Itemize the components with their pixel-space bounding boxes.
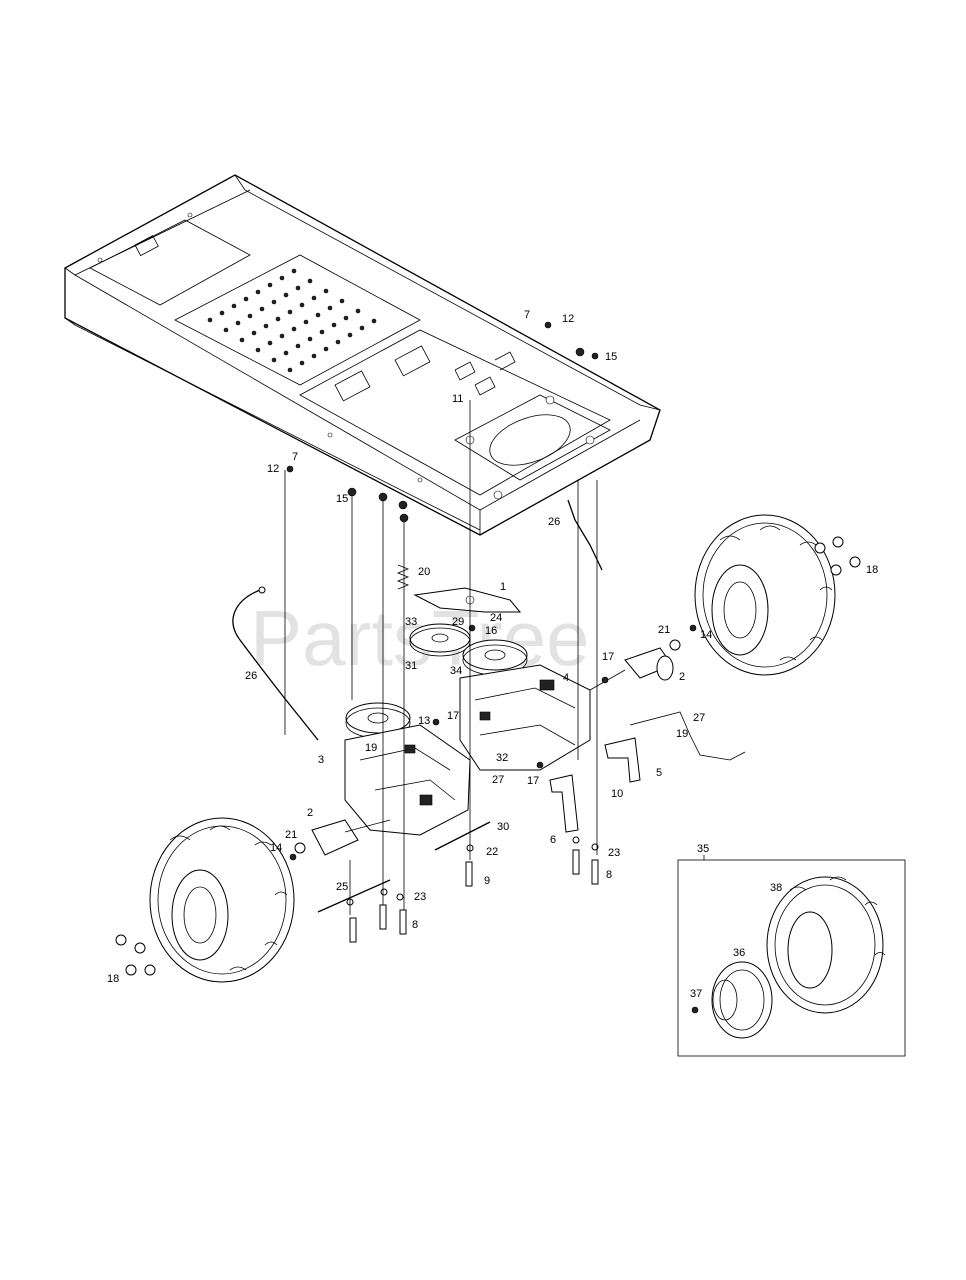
callout-20: 20	[418, 566, 430, 578]
lug-nuts-left	[115, 934, 156, 976]
callout-23-right: 23	[608, 847, 620, 859]
callout-21-right: 21	[658, 624, 670, 636]
callout-34: 34	[450, 665, 462, 677]
control-cable-right	[567, 499, 603, 571]
rod-30	[434, 821, 491, 851]
callout-19-right: 19	[676, 728, 688, 740]
callout-7-left: 7	[292, 451, 298, 463]
callout-29: 29	[452, 616, 464, 628]
callout-17-low: 17	[527, 775, 539, 787]
callout-25: 25	[336, 881, 348, 893]
callout-30: 30	[497, 821, 509, 833]
callout-1: 1	[500, 581, 506, 593]
control-rod-right	[629, 711, 746, 761]
bolts	[349, 849, 599, 943]
callout-27-mid: 27	[492, 774, 504, 786]
callout-36: 36	[733, 947, 745, 959]
callout-10: 10	[611, 788, 623, 800]
transmission-left	[344, 724, 471, 836]
transmission-right	[459, 664, 591, 771]
callout-12-left: 12	[267, 463, 279, 475]
callout-8-right: 8	[606, 869, 612, 881]
bracket-6	[549, 774, 579, 833]
rear-wheel-right	[694, 514, 836, 676]
callout-27-right: 27	[693, 712, 705, 724]
grid-holes	[207, 268, 377, 373]
callout-3: 3	[318, 754, 324, 766]
leader-lines	[284, 400, 598, 915]
callout-16: 16	[485, 625, 497, 637]
callout-13: 13	[418, 715, 430, 727]
bracket-5	[604, 737, 641, 783]
callout-26-top: 26	[548, 516, 560, 528]
callout-6: 6	[550, 834, 556, 846]
callout-38: 38	[770, 882, 782, 894]
callout-15-left: 15	[336, 493, 348, 505]
idler-pulley-33	[409, 623, 471, 657]
callout-8-left: 8	[412, 919, 418, 931]
callout-23-left: 23	[414, 891, 426, 903]
hub-right	[589, 647, 674, 691]
callout-31: 31	[405, 660, 417, 672]
callout-17-mid: 17	[447, 710, 459, 722]
callout-22: 22	[486, 846, 498, 858]
callout-37: 37	[690, 988, 702, 1000]
callout-17-right: 17	[602, 651, 614, 663]
callout-15-top: 15	[605, 351, 617, 363]
callout-2-right: 2	[679, 671, 685, 683]
callout-33: 33	[405, 616, 417, 628]
callout-11: 11	[452, 393, 463, 405]
chassis-frame	[64, 174, 661, 536]
callout-9: 9	[484, 875, 490, 887]
lug-nuts-right	[814, 536, 861, 576]
inset-wheel-assembly: 35	[677, 843, 906, 1057]
callout-24: 24	[490, 612, 502, 624]
inset-label: 35	[697, 843, 709, 855]
callout-14-left: 14	[270, 842, 282, 854]
callout-labels: 7 12 15 11 7 12 15 26 18 20 1 24 29 33 1…	[107, 309, 878, 1000]
control-cable-left	[232, 586, 319, 741]
rear-wheel-left	[149, 817, 295, 983]
callout-14-right: 14	[700, 629, 712, 641]
callout-12-top: 12	[562, 313, 574, 325]
callout-7-top: 7	[524, 309, 530, 321]
callout-5: 5	[656, 767, 662, 779]
rod-25	[317, 879, 391, 913]
callout-26-left: 26	[245, 670, 257, 682]
callout-4: 4	[563, 672, 569, 684]
fasteners	[286, 321, 699, 1014]
callout-21-left: 21	[285, 829, 297, 841]
callout-19-left: 19	[365, 742, 377, 754]
hub-left	[311, 819, 391, 856]
callout-32: 32	[496, 752, 508, 764]
callout-18-right: 18	[866, 564, 878, 576]
callout-18-left: 18	[107, 973, 119, 985]
callout-2-left: 2	[307, 807, 313, 819]
